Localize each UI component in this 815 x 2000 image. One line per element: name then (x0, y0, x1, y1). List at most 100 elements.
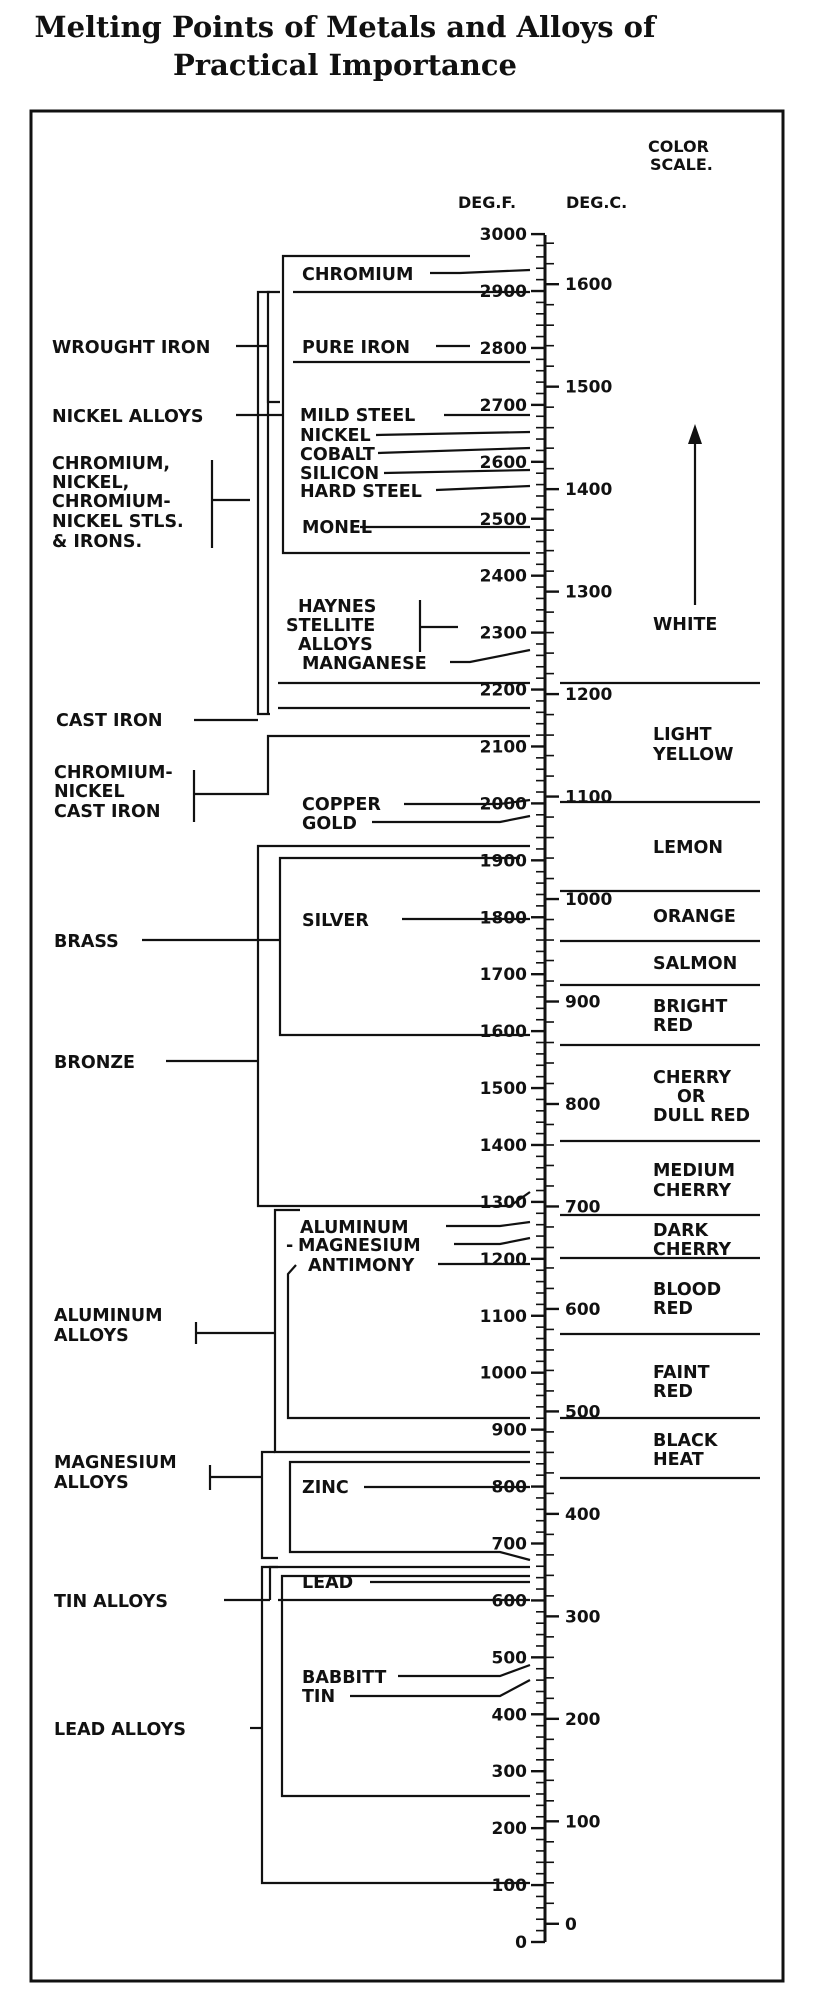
color-band-cherry-2: OR (677, 1087, 706, 1107)
c-tick-label: 400 (565, 1505, 601, 1525)
f-tick-label: 500 (492, 1648, 528, 1668)
aluminum-group-bracket (273, 1208, 530, 1454)
f-tick-label: 600 (492, 1591, 528, 1611)
metal-antimony-label: ANTIMONY (308, 1256, 415, 1276)
f-tick-label: 2600 (480, 453, 527, 473)
group-chromium-steels-5: & IRONS. (52, 532, 142, 552)
metal-magnesium-label: MAGNESIUM (298, 1236, 421, 1256)
f-tick-label: 1700 (480, 965, 527, 985)
zinc-group-bracket (288, 1460, 531, 1562)
metal-antimony-leader (286, 1264, 530, 1420)
lead-alloys-outer-bracket (260, 1565, 530, 1885)
tin-alloys-bracket (268, 1565, 278, 1600)
f-tick-label: 100 (492, 1876, 528, 1896)
group-aluminum-alloys-1: ALUMINUM (54, 1306, 162, 1326)
diagram-frame (29, 109, 785, 1983)
metal-babbitt-leader (398, 1663, 531, 1678)
color-band-faint-red-2: RED (653, 1382, 693, 1402)
color-band-faint-red-1: FAINT (653, 1363, 710, 1383)
header-celsius: DEG.C. (566, 193, 627, 212)
group-brass-label: BRASS (54, 932, 119, 952)
metal-gold-leader (372, 814, 531, 824)
group-wrought-iron-label: WROUGHT IRON (52, 338, 210, 358)
f-tick-label: 1600 (480, 1022, 527, 1042)
c-tick-label: 500 (565, 1402, 601, 1422)
celsius-scale: 1600150014001300120011001000900800700600… (545, 242, 612, 1935)
metal-cobalt-leader (377, 446, 531, 455)
group-cr-ni-cast-1: CHROMIUM- (54, 763, 173, 783)
metal-lead-label: LEAD (302, 1573, 353, 1593)
c-tick-label: 600 (565, 1300, 601, 1320)
c-tick-label: 1400 (565, 480, 612, 500)
c-tick-label: 1500 (565, 378, 612, 398)
brass-bracket (278, 856, 530, 1037)
color-scale-header-1: COLOR (648, 137, 709, 156)
metal-haynes-1: HAYNES (298, 597, 376, 617)
f-tick-label: 900 (492, 1421, 528, 1441)
c-tick-label: 1000 (565, 890, 612, 910)
metal-silicon-leader (383, 468, 531, 475)
color-band-lemon: LEMON (653, 838, 723, 858)
cast-iron-outer-bracket (256, 290, 270, 716)
title-line-2: Practical Importance (172, 48, 518, 82)
color-band-cherry-1: CHERRY (653, 1068, 731, 1088)
color-band-cherry-3: DULL RED (653, 1106, 750, 1126)
group-cr-ni-cast-3: CAST IRON (54, 802, 161, 822)
c-tick-label: 200 (565, 1710, 601, 1730)
c-tick-label: 700 (565, 1197, 601, 1217)
metal-zinc-label: ZINC (302, 1478, 349, 1498)
color-band-black-heat-1: BLACK (653, 1431, 719, 1451)
c-tick-label: 1100 (565, 788, 612, 808)
color-scale-header-2: SCALE. (650, 155, 713, 174)
f-tick-label: 3000 (480, 225, 527, 245)
metal-magnesium-leader (454, 1236, 531, 1246)
color-band-dark-cherry-2: CHERRY (653, 1240, 731, 1260)
metal-nickel-leader (375, 430, 531, 437)
f-tick-label: 2100 (480, 737, 527, 757)
c-tick-label: 1300 (565, 583, 612, 603)
metal-aluminum-label: ALUMINUM (300, 1218, 408, 1238)
magnesium-group-bracket (260, 1450, 278, 1560)
color-band-white: WHITE (653, 615, 717, 635)
f-tick-label: 2800 (480, 339, 527, 359)
color-band-blood-red-1: BLOOD (653, 1280, 721, 1300)
metal-copper-leader (404, 798, 531, 806)
group-chromium-steels-3: CHROMIUM- (52, 492, 171, 512)
group-chromium-steels-4: NICKEL STLS. (52, 512, 184, 532)
c-tick-label: 300 (565, 1607, 601, 1627)
color-band-medium-cherry-2: CHERRY (653, 1181, 731, 1201)
color-band-bright-red-2: RED (653, 1016, 693, 1036)
metal-hard-steel-leader (435, 484, 531, 492)
metal-tin-label: TIN (302, 1687, 335, 1707)
page-title: Melting Points of Metals and Alloys of P… (0, 8, 690, 84)
group-bronze-label: BRONZE (54, 1053, 135, 1073)
metal-haynes-3: ALLOYS (298, 635, 373, 655)
header-fahrenheit: DEG.F. (458, 193, 516, 212)
color-band-blood-red-2: RED (653, 1299, 693, 1319)
metal-nickel-label: NICKEL (300, 426, 371, 446)
f-tick-label: 2500 (480, 510, 527, 530)
f-tick-label: 2200 (480, 681, 527, 701)
metal-monel-label: MONEL (302, 518, 372, 538)
metal-cobalt-label: COBALT (300, 445, 375, 465)
metal-haynes-2: STELLITE (286, 616, 375, 636)
metal-copper-label: COPPER (302, 795, 381, 815)
group-nickel-alloys-label: NICKEL ALLOYS (52, 407, 204, 427)
group-cast-iron-label: CAST IRON (56, 711, 163, 731)
c-tick-label: 1600 (565, 275, 612, 295)
f-tick-label: 300 (492, 1762, 528, 1782)
metal-silver-label: SILVER (302, 911, 369, 931)
metal-gold-label: GOLD (302, 814, 357, 834)
metal-manganese-leader (450, 648, 531, 664)
cr-ni-cast-bracket (258, 734, 278, 796)
group-chromium-steels-2: NICKEL, (52, 473, 129, 493)
brass-bronze-bracket (256, 844, 531, 1208)
metal-pure-iron-label: PURE IRON (302, 338, 410, 358)
f-tick-label: 200 (492, 1819, 528, 1839)
wrought-iron-bracket (266, 290, 280, 404)
c-tick-label: 0 (565, 1915, 577, 1935)
metal-tin-leader (350, 1679, 531, 1698)
metal-hard-steel-label: HARD STEEL (300, 482, 422, 502)
group-magnesium-alloys-1: MAGNESIUM (54, 1453, 177, 1473)
